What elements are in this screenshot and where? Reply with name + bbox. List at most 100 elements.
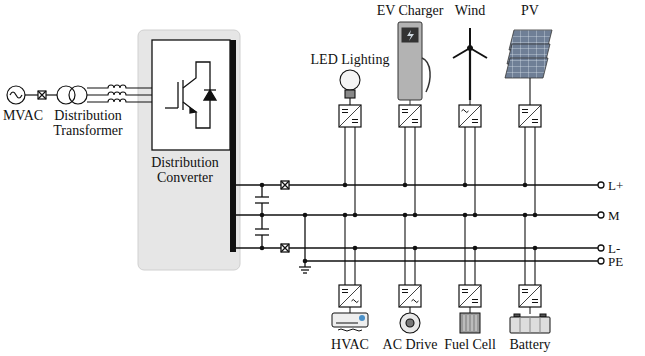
- feeder-converter: [339, 105, 361, 127]
- feeder-converter: [532, 120, 538, 123]
- junction-dots: [260, 183, 265, 188]
- junction-dot: [353, 246, 358, 251]
- junction-dot: [413, 246, 418, 251]
- dc-bus: [598, 182, 604, 188]
- ac-motor: [409, 307, 410, 313]
- converter-symbol: [182, 80, 183, 110]
- dc-bus: [598, 245, 604, 251]
- junction-dot: [413, 213, 418, 218]
- dc-bus: [281, 244, 289, 252]
- feeder-converter: [532, 300, 538, 303]
- dc-bus: [281, 181, 289, 189]
- feeder-wire: [524, 127, 525, 185]
- feeder-converter: [342, 290, 348, 293]
- feeder-converter: [519, 105, 541, 127]
- led-bulb: [340, 70, 360, 90]
- feeder-converter: [342, 110, 348, 113]
- feeder-wire: [414, 248, 415, 285]
- dc-bus: [236, 184, 598, 185]
- junction-dot: [533, 246, 538, 251]
- feeder-converter: [352, 300, 359, 303]
- converter-housing: [138, 30, 240, 270]
- mv-source: [38, 91, 46, 99]
- converter-symbol: [165, 107, 178, 108]
- three-phase-wires: [87, 85, 152, 102]
- fuel-cell: [470, 307, 471, 313]
- bus-label: L+: [608, 179, 623, 192]
- feeder-converter: [399, 105, 421, 127]
- load-label: LED Lighting: [311, 52, 390, 67]
- feeder-converter: [399, 105, 421, 127]
- feeder-converter: [352, 120, 358, 123]
- hvac-unit: [336, 323, 358, 324]
- pv-panels: [505, 30, 552, 105]
- wind-turbine: [470, 100, 471, 105]
- three-phase-wires: [87, 99, 152, 102]
- junction-dot: [463, 183, 468, 188]
- junction-dot: [523, 183, 528, 188]
- feeder-converter: [399, 105, 421, 127]
- source-label: MVAC: [3, 108, 43, 123]
- feeder-wire: [524, 215, 525, 285]
- hvac-unit: [332, 313, 368, 327]
- wind-turbine: [453, 28, 487, 105]
- feeder-wire: [354, 127, 355, 215]
- battery: [530, 307, 531, 314]
- source-label: Wind: [455, 3, 486, 18]
- junction-dot: [473, 246, 478, 251]
- bus-label: L-: [608, 242, 620, 255]
- feeder-wire: [414, 127, 415, 215]
- battery: [510, 317, 550, 333]
- feeder-converter: [402, 110, 408, 113]
- feeder-wire: [534, 127, 535, 215]
- load-label: AC Drive: [383, 337, 438, 352]
- converter-symbol: [183, 62, 210, 128]
- feeder-converter: [459, 105, 481, 127]
- hvac-unit: [338, 329, 362, 331]
- wind-turbine: [469, 49, 471, 100]
- feeder-converter: [399, 285, 421, 307]
- feeder-converter: [522, 110, 528, 113]
- converter-symbol: [152, 40, 236, 252]
- feeder-converter: [519, 285, 541, 307]
- dc-bus: [281, 244, 289, 252]
- wind-turbine: [468, 46, 473, 51]
- ev-charger: [398, 22, 430, 105]
- feeder-wire: [534, 248, 535, 285]
- mv-source: [10, 92, 22, 98]
- led-bulb: [349, 98, 350, 105]
- mv-source: [46, 94, 57, 95]
- feeder-wire: [354, 248, 355, 285]
- feeder-converter: [399, 285, 421, 307]
- feeder-wire: [464, 127, 465, 185]
- feeder-converter: [519, 285, 541, 307]
- junction-dot: [473, 213, 478, 218]
- feeder-converter: [412, 120, 418, 123]
- load-label: EV Charger: [377, 3, 444, 18]
- junction-dots: [303, 259, 308, 264]
- feeder-wire: [344, 127, 345, 185]
- dc-bus: [255, 196, 269, 197]
- dc-bus: [281, 181, 289, 189]
- ev-charger: [422, 58, 430, 92]
- ev-charger: [398, 22, 422, 100]
- hvac-unit: [350, 307, 351, 313]
- transformer-label: Distribution Transformer: [46, 108, 130, 138]
- dc-bus: [236, 181, 604, 273]
- feeder-wire: [474, 127, 475, 215]
- battery: [510, 307, 550, 333]
- feeder-converter: [459, 105, 481, 127]
- dc-bus: [598, 212, 604, 218]
- mv-source: [38, 91, 46, 99]
- three-phase-wires: [87, 85, 152, 88]
- feeder-converter: [339, 285, 361, 307]
- feeder-converter: [519, 285, 541, 307]
- junction-dot: [343, 183, 348, 188]
- ev-charger: [410, 100, 411, 105]
- ac-motor: [400, 307, 420, 333]
- feeder-converter: [339, 285, 361, 307]
- converter-symbol: [204, 90, 216, 100]
- load-label: HVAC: [331, 337, 369, 352]
- feeder-wire: [344, 215, 345, 285]
- junction-dots: [260, 213, 265, 218]
